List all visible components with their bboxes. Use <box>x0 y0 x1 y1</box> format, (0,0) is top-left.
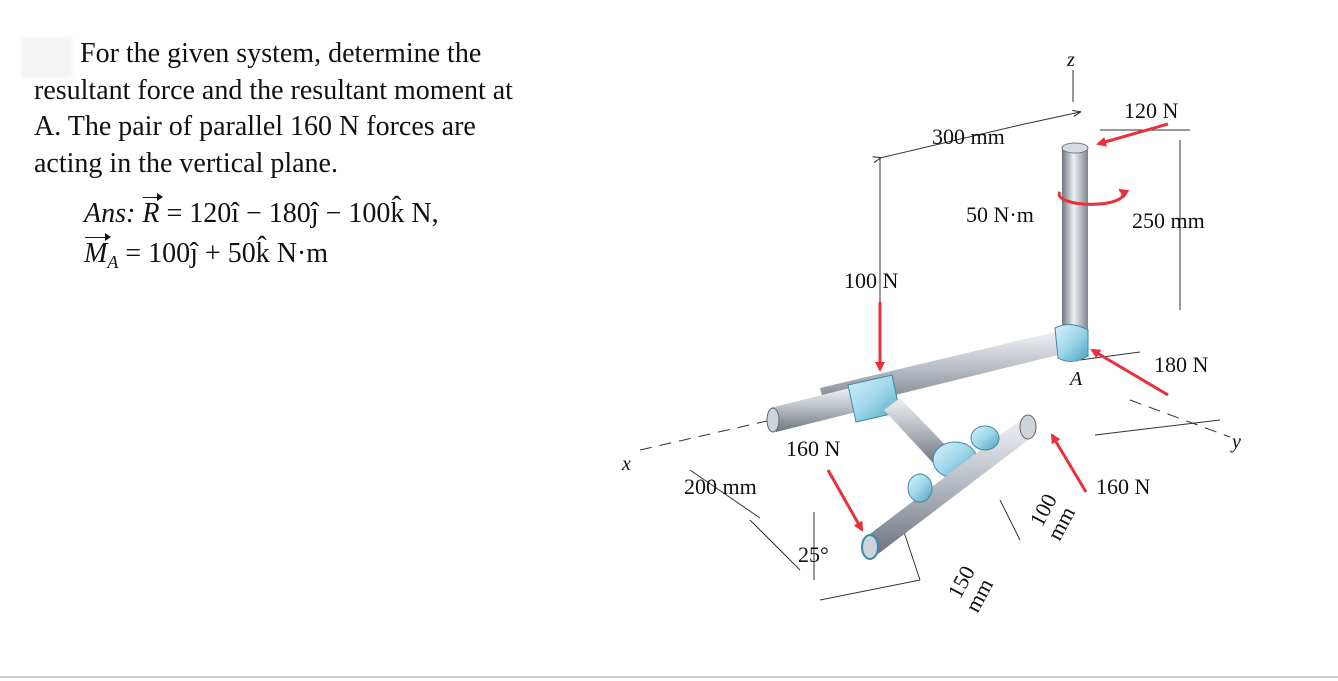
resultant-force-symbol: R <box>142 193 164 234</box>
bottom-divider <box>0 676 1338 678</box>
crossbar-pipe <box>862 420 1036 554</box>
resultant-moment-value: = 100ĵ + 50k̂ N·m <box>125 238 329 269</box>
answer-block: Ans: R = 120î − 180ĵ − 100k̂ N, MA = 100… <box>84 193 439 282</box>
dim-200-ext <box>689 469 761 519</box>
dimension-lines <box>689 112 1190 601</box>
force-arrows <box>826 122 1169 532</box>
x-axis-dashed <box>639 417 781 451</box>
blurred-logo <box>22 38 72 78</box>
force-120-arrow <box>1096 122 1169 147</box>
z-axis-label: z <box>1066 49 1075 71</box>
force-180-label: 180 N <box>1154 352 1209 377</box>
dim-200-line <box>749 519 801 571</box>
ground-line <box>1079 351 1141 361</box>
force-100-label: 100 N <box>844 268 899 293</box>
pipe-assembly <box>766 142 1089 560</box>
left-stub-end <box>766 407 780 433</box>
elbow-fitting <box>1054 324 1089 362</box>
force-120-label: 120 N <box>1124 98 1179 123</box>
dim-300-label: 300 mm <box>932 124 1005 149</box>
dim-150-line <box>819 579 921 601</box>
point-a-label: A <box>1068 368 1083 390</box>
force-160-right-label: 160 N <box>1096 474 1151 499</box>
dim-300-line-left <box>880 124 1021 158</box>
force-160-left-label: 160 N <box>786 436 841 461</box>
vertical-pipe <box>1062 148 1088 338</box>
y-axis-label: y <box>1230 431 1241 453</box>
axes <box>639 70 1231 451</box>
dim-300-line-right <box>1019 112 1080 126</box>
diagonal-pipe <box>884 398 950 464</box>
moment-50-label: 50 N·m <box>966 202 1034 227</box>
resultant-force-value: = 120î − 180ĵ − 100k̂ N, <box>166 198 439 229</box>
dim-100-ext <box>999 499 1021 541</box>
crossbar-left-end <box>861 534 879 560</box>
moment-50-arrow <box>1057 188 1130 206</box>
answer-force: Ans: R = 120î − 180ĵ − 100k̂ N, <box>84 193 439 234</box>
resultant-moment-symbol: M <box>84 233 112 274</box>
answer-moment: MA = 100ĵ + 50k̂ N·m <box>84 233 439 282</box>
left-stub-pipe <box>770 388 856 432</box>
dim-150-label-group: 150 mm <box>942 561 998 616</box>
problem-line-1: For the given system, determine the <box>80 38 482 69</box>
problem-line-4: acting in the vertical plane. <box>34 147 338 179</box>
dim-100-label-group: 100 mm <box>1024 489 1080 544</box>
force-180-arrow <box>1090 348 1169 397</box>
force-160-right-arrow <box>1050 433 1088 493</box>
force-160-left-arrow <box>826 469 864 532</box>
problem-statement: For the given system, determine the resu… <box>34 36 614 182</box>
problem-line-3: A. The pair of parallel 160 N forces are <box>34 111 476 142</box>
coupling-fitting <box>970 425 1000 451</box>
dim-200-label: 200 mm <box>684 474 757 499</box>
crossbar-right-end <box>1019 414 1037 440</box>
angle-25-label: 25° <box>798 542 829 567</box>
pipe-system-figure: z x y A 120 N 100 N 180 N 160 N 160 N 50… <box>621 49 1241 616</box>
problem-line-2: resultant force and the resultant moment… <box>34 74 513 106</box>
moment-subscript: A <box>107 252 119 272</box>
ground-line-2 <box>1094 419 1221 436</box>
dim-250-label: 250 mm <box>1132 208 1205 233</box>
x-axis-label: x <box>621 453 631 475</box>
y-axis-dashed <box>1129 399 1231 438</box>
vertical-pipe-top <box>1061 142 1089 154</box>
answer-prefix: Ans: <box>84 198 136 229</box>
coupling-fitting-2 <box>907 473 933 503</box>
